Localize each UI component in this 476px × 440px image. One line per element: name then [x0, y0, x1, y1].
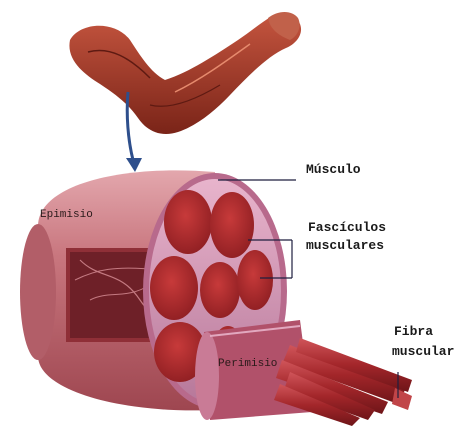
fibra-label-line1: Fibra: [394, 324, 433, 340]
fibra-label-line2: muscular: [392, 344, 454, 360]
fasciculos-label-line1: Fascículos: [308, 220, 386, 236]
epimisio-label: Epimisio: [40, 207, 93, 223]
musculo-label: Músculo: [306, 162, 361, 178]
perimisio-label: Perimisio: [218, 356, 277, 372]
arm-illustration: [69, 12, 301, 134]
fasciculos-label-line2: musculares: [306, 238, 384, 254]
